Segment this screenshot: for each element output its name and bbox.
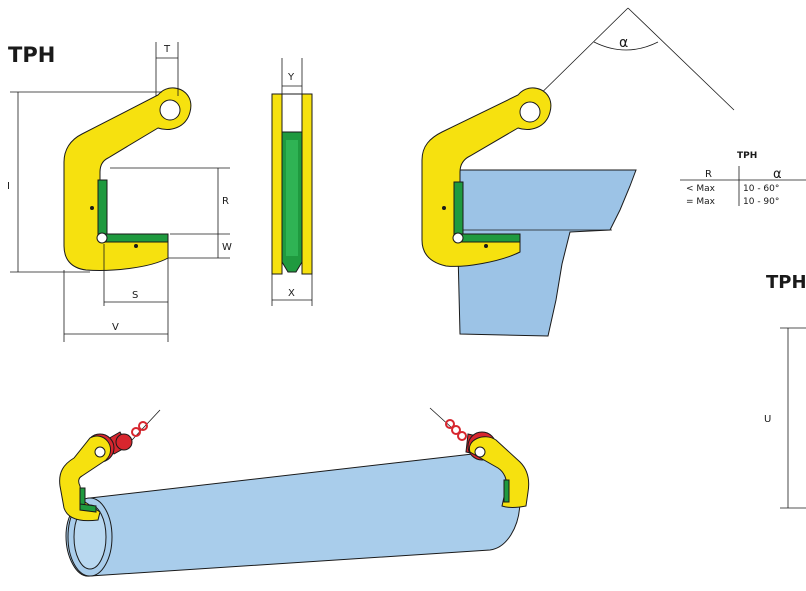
rivet (90, 206, 94, 210)
angle-table-row1-r: < Max (686, 184, 716, 194)
clamp-eye-hole (159, 99, 181, 121)
dim-label-y: Y (287, 72, 295, 83)
dim-label-t: T (163, 44, 171, 55)
plate (455, 169, 637, 337)
angle-table-row1-alpha: 10 - 60° (743, 184, 779, 194)
angle-table-title: TPH (737, 151, 757, 161)
angle-table-row2-alpha: 10 - 90° (743, 197, 779, 207)
dim-label-u: U (764, 414, 771, 425)
clamp-jaw-gap (106, 168, 170, 234)
dimension-u: U (764, 327, 806, 509)
pivot-hole (96, 232, 108, 244)
title-main: TPH (8, 43, 55, 67)
angle-table-header-alpha: α (773, 167, 782, 182)
clamp-side-view: T I R W S V (7, 42, 232, 342)
dim-label-r: R (222, 196, 229, 207)
dim-label-s: S (132, 290, 138, 301)
pipe-lifting-view (59, 407, 530, 577)
pad-horizontal (103, 233, 169, 243)
dim-label-v: V (112, 322, 119, 333)
dim-label-x: X (288, 288, 295, 299)
clamp-with-plate-view: α TPH R α < Max 10 - 60° = Max 10 - 90° (421, 7, 806, 337)
angle-table: TPH R α < Max 10 - 60° = Max 10 - 90° (680, 151, 806, 207)
pad-vertical (97, 179, 108, 237)
pipe (65, 451, 521, 577)
angle-table-header-r: R (705, 169, 712, 180)
dim-label-w: W (222, 242, 232, 253)
dim-label-i: I (7, 181, 10, 192)
clamp-front-view: Y X (271, 58, 313, 306)
angle-symbol: α (619, 35, 628, 51)
angle-table-row2-r: = Max (686, 197, 716, 207)
rivet (134, 244, 138, 248)
title-right: TPH (766, 272, 806, 293)
pipe-clamp-left (59, 435, 112, 522)
